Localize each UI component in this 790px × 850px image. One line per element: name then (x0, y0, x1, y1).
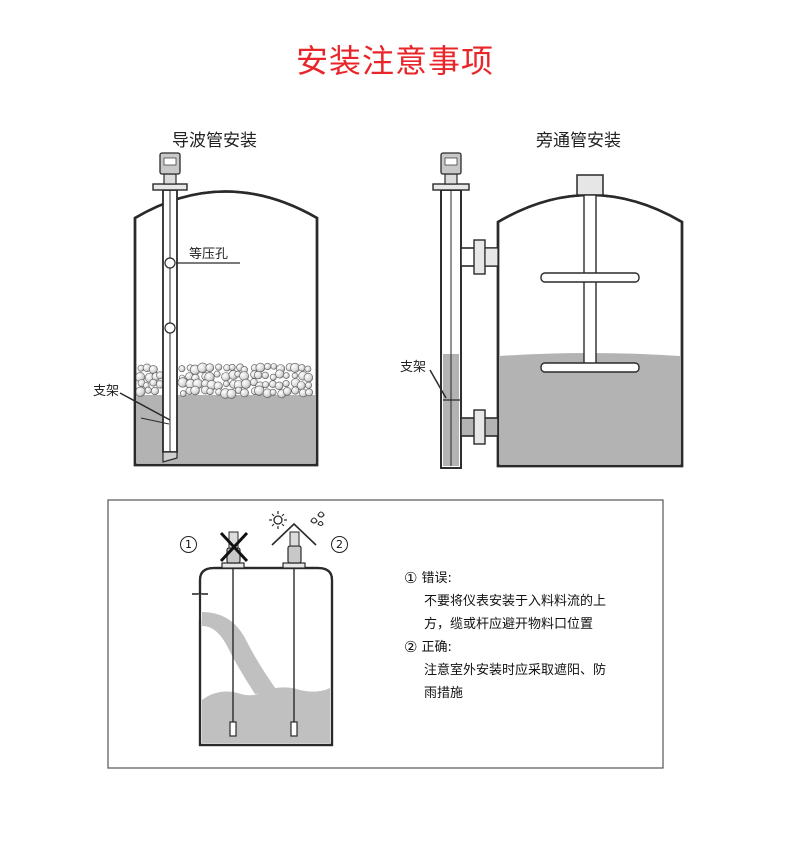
pressure-hole-2 (164, 322, 176, 334)
foam-bubble (190, 385, 200, 396)
pressure-hole-label: 等压孔 (189, 247, 229, 262)
sun-icon (269, 511, 287, 529)
bypass-tank (429, 152, 684, 469)
left-flange (152, 183, 188, 191)
foam-bubble (305, 388, 313, 397)
wrong-marker: 1 (180, 533, 202, 556)
left-support-label: 支架 (93, 384, 120, 399)
foam-bubble (274, 381, 284, 390)
note-right-line-2: 雨措施 (424, 686, 464, 701)
foam-bubble (240, 388, 249, 398)
foam-bubble (223, 380, 230, 388)
foam-bubble (178, 365, 186, 373)
foam-bubble (269, 373, 277, 381)
foam-bubble (303, 373, 314, 383)
note-marker-wrong: ① (404, 569, 418, 587)
foam-bubble (304, 365, 312, 373)
foam-bubble (206, 387, 214, 396)
note-wrong-title: 错误: (421, 571, 452, 586)
right-tank-liquid (500, 353, 680, 464)
foam-bubble (254, 385, 265, 396)
agitator-motor (576, 174, 604, 196)
small-tank (192, 511, 334, 747)
foam-bubble (282, 372, 290, 379)
foam-bubble (262, 381, 270, 389)
inflow-stream (202, 612, 278, 694)
foam-bubble (282, 386, 292, 396)
small-tank-liquid (202, 687, 330, 743)
stilling-well-tank (119, 152, 319, 467)
left-tank-liquid (137, 395, 315, 463)
left-support (119, 392, 171, 421)
foam-bubble (205, 363, 215, 373)
right-marker: 2 (331, 533, 353, 556)
foam-bubble (179, 390, 187, 397)
foam-bubble (149, 378, 158, 387)
note-marker-right: ② (404, 638, 418, 656)
right-flange (432, 183, 470, 191)
foam-bubble (305, 381, 313, 389)
foam-bubble (254, 370, 263, 380)
foam-bubble (255, 362, 266, 373)
right-support (429, 369, 447, 399)
sunshade-roof (271, 522, 317, 546)
foam-bubble (269, 388, 277, 396)
foam-bubble (241, 378, 252, 389)
pressure-hole-1 (164, 257, 176, 269)
foam-bubble (135, 386, 146, 397)
agitator-blade-lower (540, 362, 640, 373)
right-support-label: 支架 (400, 360, 427, 375)
note-right-title: 正确: (421, 640, 452, 655)
guide-pipe-bottom-cut (162, 451, 178, 463)
foam-bubble (291, 372, 299, 379)
foam-bubble (275, 369, 285, 379)
foam-bubble (213, 370, 221, 378)
foam-bubble (226, 388, 237, 399)
foam-bubble (291, 386, 300, 395)
page-title: 安装注意事项 (295, 42, 494, 80)
agitator-shaft (583, 194, 597, 372)
rain-icon (310, 511, 325, 527)
foam-bubble (261, 371, 269, 380)
foam-bubble (298, 364, 306, 372)
foam-bubble (282, 380, 290, 388)
stilling-well-title: 导波管安装 (172, 131, 257, 151)
foam-bubble (270, 363, 277, 370)
bypass-title: 旁通管安装 (536, 131, 621, 151)
agitator-blade-upper (540, 272, 640, 283)
foam-bubble (228, 363, 236, 371)
foam-bubble (144, 386, 152, 394)
foam-layer (135, 362, 314, 399)
foam-bubble (150, 386, 159, 395)
note-right-line-1: 注意室外安装时应采取遮阳、防 (424, 663, 607, 678)
note-wrong-line-2: 方，缆或杆应避开物料口位置 (424, 617, 594, 632)
note-wrong-line-1: 不要将仪表安装于入料料流的上 (424, 594, 607, 609)
foam-bubble (215, 363, 223, 371)
foam-bubble (264, 362, 272, 371)
